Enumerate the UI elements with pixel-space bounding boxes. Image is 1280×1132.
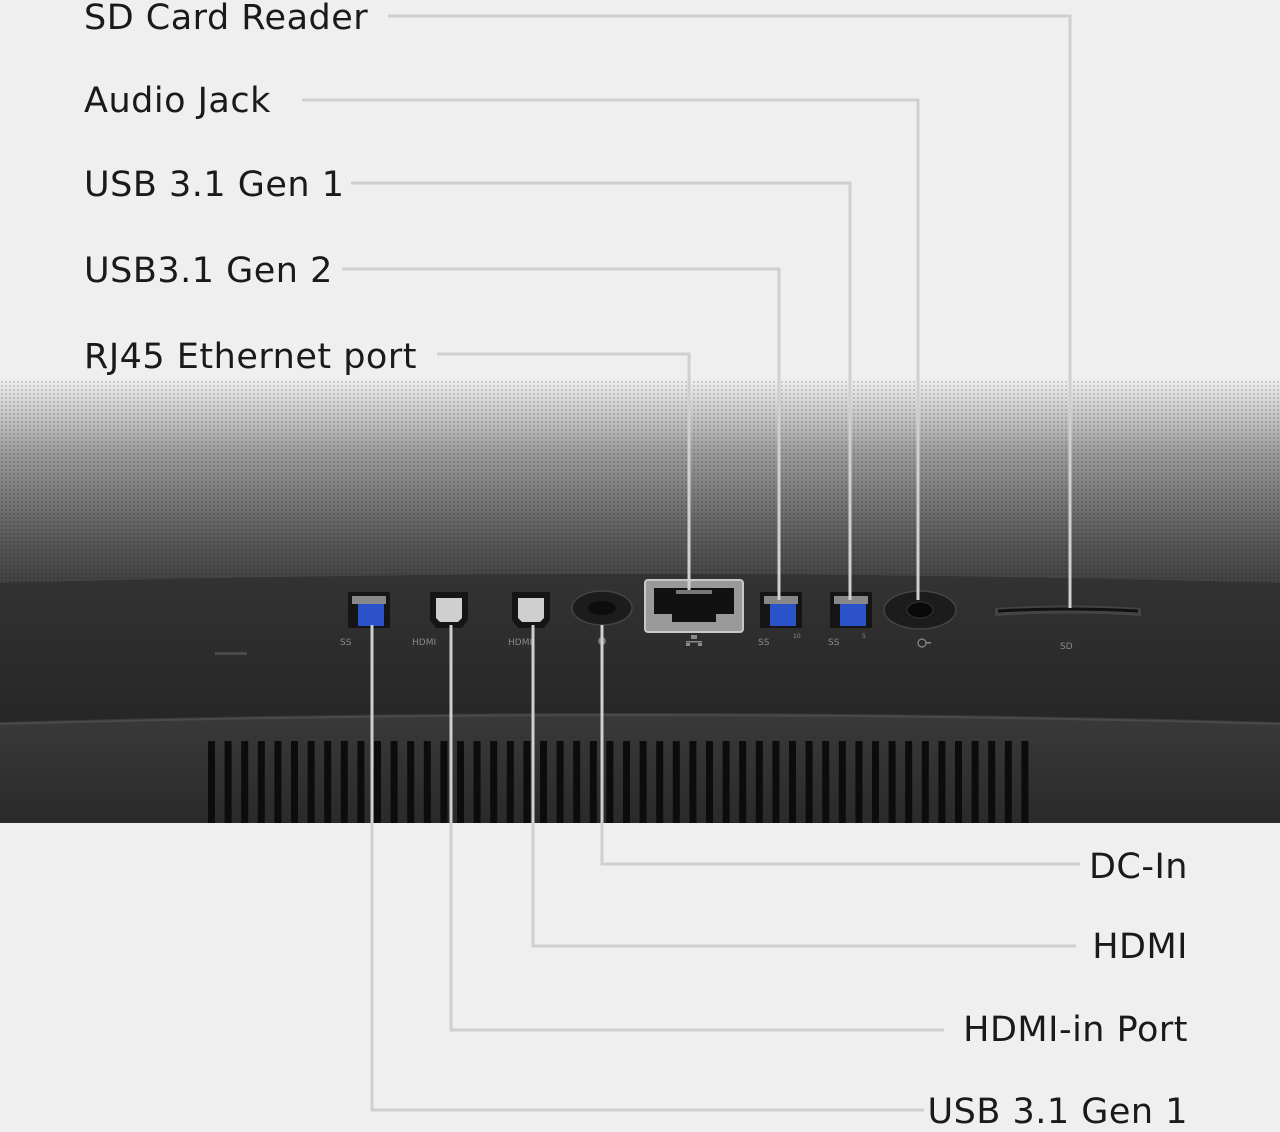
vent-slot bbox=[423, 741, 431, 823]
vent-slot bbox=[490, 741, 498, 823]
vent-slot bbox=[506, 741, 514, 823]
sd-card-slot: SD bbox=[995, 605, 1141, 652]
vent-slot bbox=[888, 741, 896, 823]
label-hdmi-in-port: HDMI-in Port bbox=[963, 1010, 1188, 1050]
leader-lines bbox=[302, 14, 1080, 1112]
leader-line-ethernet bbox=[437, 352, 691, 590]
vent-slot bbox=[1004, 741, 1012, 823]
vent-slot bbox=[224, 741, 232, 823]
vent-slot bbox=[805, 741, 813, 823]
vent-slot bbox=[307, 741, 315, 823]
vent-slot bbox=[639, 741, 647, 823]
vent-slot bbox=[374, 741, 381, 823]
leader-line-audio bbox=[302, 98, 920, 600]
vent-slot bbox=[971, 741, 979, 823]
vent-slot bbox=[672, 741, 680, 823]
label-sd-card-reader: SD Card Reader bbox=[84, 0, 369, 38]
vent-slot bbox=[689, 741, 697, 823]
hdmi-in-port: HDMI bbox=[412, 592, 468, 648]
network-icon bbox=[686, 635, 702, 646]
vent-slot bbox=[938, 741, 946, 823]
vent-slot bbox=[523, 741, 531, 823]
vent-slot bbox=[573, 741, 581, 823]
leader-line-usb-left bbox=[370, 625, 924, 1112]
vent-grille bbox=[208, 741, 1029, 823]
leader-line-hdmi bbox=[531, 625, 1076, 948]
vent-slot bbox=[357, 741, 365, 823]
vent-slot bbox=[789, 741, 796, 823]
vent-slot bbox=[855, 741, 863, 823]
ethernet-port bbox=[644, 579, 744, 646]
vent-slot bbox=[540, 741, 547, 823]
hdmi-port: HDMI bbox=[508, 592, 550, 648]
label-audio-jack: Audio Jack bbox=[84, 81, 271, 121]
label-dc-in: DC-In bbox=[1088, 847, 1188, 887]
vent-slot bbox=[739, 741, 747, 823]
vent-slot bbox=[241, 741, 249, 823]
device-mesh-panel bbox=[0, 380, 1280, 590]
hdmi-marking: HDMI bbox=[508, 638, 532, 648]
audio-jack bbox=[883, 590, 957, 648]
usb-gen2-marking: SS bbox=[758, 638, 770, 648]
usb-marking: SS bbox=[340, 638, 352, 648]
indicator-slit bbox=[215, 652, 247, 655]
vent-slot bbox=[905, 741, 913, 823]
usb-gen1-marking: SS bbox=[828, 638, 840, 648]
usb-gen1-speed: 5 bbox=[862, 633, 866, 640]
vent-slot bbox=[772, 741, 780, 823]
vent-slot bbox=[921, 741, 929, 823]
usb-port-left: SS bbox=[340, 592, 390, 648]
hdmi-in-marking: HDMI bbox=[412, 638, 436, 648]
vent-slot bbox=[440, 741, 448, 823]
vent-slot bbox=[1021, 741, 1029, 823]
dc-in-port bbox=[571, 590, 633, 645]
vent-slot bbox=[822, 741, 830, 823]
vent-slot bbox=[340, 741, 348, 823]
sd-marking: SD bbox=[1060, 642, 1073, 652]
vent-slot bbox=[872, 741, 879, 823]
vent-slot bbox=[556, 741, 564, 823]
vent-slot bbox=[988, 741, 996, 823]
label-usb-gen1-top: USB 3.1 Gen 1 bbox=[84, 165, 345, 205]
vent-slot bbox=[257, 741, 265, 823]
vent-slot bbox=[589, 741, 597, 823]
usb-port-gen2: SS 10 bbox=[758, 592, 802, 648]
vent-slot bbox=[606, 741, 614, 823]
vent-slot bbox=[623, 741, 630, 823]
vent-slot bbox=[390, 741, 398, 823]
port-row: SS HDMI HDMI bbox=[340, 579, 1141, 652]
vent-slot bbox=[955, 741, 962, 823]
vent-slot bbox=[755, 741, 763, 823]
usb-gen2-speed: 10 bbox=[793, 633, 801, 640]
vent-slot bbox=[291, 741, 298, 823]
vent-slot bbox=[324, 741, 332, 823]
vent-slot bbox=[274, 741, 282, 823]
headphone-icon bbox=[917, 638, 931, 648]
vent-slot bbox=[208, 741, 215, 823]
leader-line-dc-in bbox=[600, 625, 1080, 866]
vent-slot bbox=[473, 741, 481, 823]
vent-slot bbox=[407, 741, 415, 823]
vent-slot bbox=[457, 741, 464, 823]
label-usb-gen1-bottom: USB 3.1 Gen 1 bbox=[927, 1092, 1188, 1132]
label-rj45-ethernet: RJ45 Ethernet port bbox=[84, 337, 417, 377]
vent-slot bbox=[706, 741, 713, 823]
label-usb-gen2: USB3.1 Gen 2 bbox=[84, 251, 333, 291]
leader-line-usb-gen1 bbox=[351, 181, 852, 600]
vent-slot bbox=[838, 741, 846, 823]
leader-line-sd bbox=[388, 14, 1072, 608]
leader-line-usb-gen2 bbox=[342, 267, 781, 600]
leader-line-hdmi-in bbox=[449, 625, 944, 1032]
label-hdmi: HDMI bbox=[1092, 927, 1188, 967]
vent-slot bbox=[722, 741, 730, 823]
vent-slot bbox=[656, 741, 664, 823]
